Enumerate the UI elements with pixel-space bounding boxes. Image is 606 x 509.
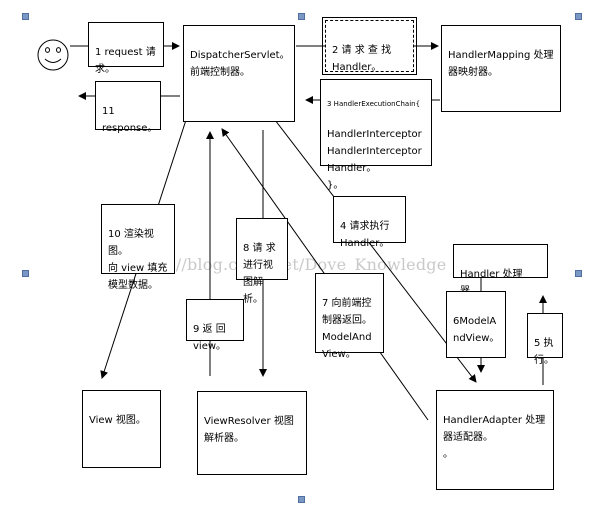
- selection-handle-bottom-center[interactable]: [298, 496, 305, 503]
- selection-handle-mid-left[interactable]: [22, 270, 29, 277]
- handler-mapping-box[interactable]: HandlerMapping 处理 器映射器。: [441, 25, 561, 112]
- return-view-box[interactable]: 9 返 回 view。: [186, 299, 244, 352]
- handler-adapter-label: HandlerAdapter 处理 器适配器。 。: [443, 415, 546, 460]
- request-execute-handler-label: 4 请求执行 Handler。: [340, 221, 390, 249]
- lookup-handler-label: 2 请 求 查 找 Handler。: [332, 45, 392, 73]
- arrow-execute-handler: [274, 119, 477, 383]
- model-and-view-label: 6ModelA ndView。: [453, 316, 500, 344]
- request-box[interactable]: 1 request 请 求。: [88, 22, 164, 75]
- request-view-resolve-label: 8 请 求 进行视 图解析。: [243, 243, 276, 305]
- model-and-view-box[interactable]: 6ModelA ndView。: [446, 291, 506, 358]
- handler-box[interactable]: Handler 处理器。: [453, 244, 548, 297]
- return-model-and-view-label: 7 向前端控 制器返回。 ModelAnd View。: [322, 298, 372, 360]
- request-view-resolve-box[interactable]: 8 请 求 进行视 图解析。: [236, 218, 288, 305]
- selection-handle-top-left[interactable]: [22, 13, 29, 20]
- return-view-label: 9 返 回 view。: [193, 324, 227, 352]
- dispatcher-servlet-box[interactable]: DispatcherServlet。 前端控制器。: [183, 25, 295, 122]
- handler-adapter-box[interactable]: HandlerAdapter 处理 器适配器。 。: [436, 390, 554, 490]
- lookup-handler-box[interactable]: 2 请 求 查 找 Handler。: [322, 17, 417, 75]
- selection-handle-top-center[interactable]: [298, 13, 305, 20]
- view-resolver-box[interactable]: ViewResolver 视图 解析器。: [197, 391, 307, 475]
- request-execute-handler-box[interactable]: 4 请求执行 Handler。: [333, 196, 406, 249]
- request-label: 1 request 请 求。: [95, 47, 156, 75]
- response-label: 11 response。: [102, 106, 158, 134]
- response-box[interactable]: 11 response。: [95, 81, 161, 134]
- render-view-box[interactable]: 10 渲染视图。 向 view 填充 模型数据。: [101, 204, 175, 291]
- view-box[interactable]: View 视图。: [82, 390, 161, 468]
- execution-chain-box[interactable]: 3 HandlerExecutionChain{ HandlerIntercep…: [320, 79, 432, 191]
- dispatcher-servlet-label: DispatcherServlet。 前端控制器。: [190, 50, 290, 78]
- handler-mapping-label: HandlerMapping 处理 器映射器。: [448, 50, 554, 78]
- return-model-and-view-box[interactable]: 7 向前端控 制器返回。 ModelAnd View。: [315, 273, 384, 360]
- execution-chain-title: 3 HandlerExecutionChain{: [327, 100, 421, 108]
- render-view-label: 10 渲染视图。 向 view 填充 模型数据。: [108, 229, 168, 291]
- execute-label: 5 执 行。: [534, 338, 554, 366]
- view-resolver-label: ViewResolver 视图 解析器。: [204, 416, 294, 444]
- execute-box[interactable]: 5 执 行。: [527, 313, 563, 366]
- view-label: View 视图。: [89, 415, 146, 426]
- selection-handle-top-right[interactable]: [575, 13, 582, 20]
- execution-chain-body: HandlerInterceptor HandlerInterceptor Ha…: [327, 129, 422, 191]
- watermark-text: http://blog.csdn.net/Dove_Knowledge: [136, 255, 447, 274]
- selection-handle-mid-right[interactable]: [575, 270, 582, 277]
